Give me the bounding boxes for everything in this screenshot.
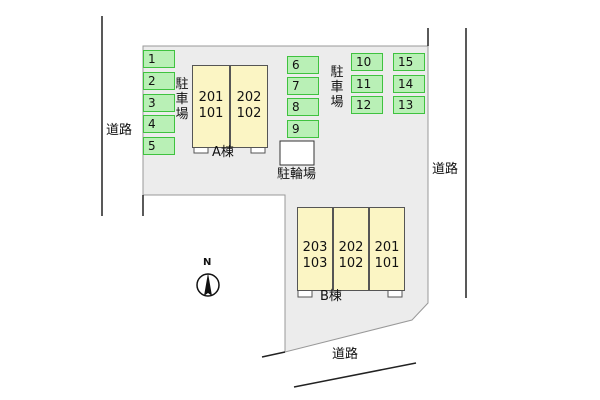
bicycle-parking-box bbox=[279, 140, 315, 166]
parking-space: 5 bbox=[143, 137, 175, 155]
parking-space: 7 bbox=[287, 77, 319, 95]
unit-upper-number: 201 bbox=[374, 240, 400, 255]
building-a-unit: 202 102 bbox=[230, 65, 268, 148]
parking-space: 1 bbox=[143, 50, 175, 68]
unit-upper-number: 201 bbox=[198, 90, 224, 105]
parking-label-right: 駐車場 bbox=[330, 65, 344, 110]
parking-space: 15 bbox=[393, 53, 425, 71]
road-line-bottom-inner bbox=[261, 351, 286, 358]
road-line-bottom-outer bbox=[293, 362, 417, 388]
parking-label-left: 駐車場 bbox=[175, 77, 189, 122]
unit-upper-number: 202 bbox=[236, 90, 262, 105]
parking-space: 4 bbox=[143, 115, 175, 133]
parking-space: 12 bbox=[351, 96, 383, 114]
compass-icon bbox=[196, 273, 220, 297]
unit-upper-number: 203 bbox=[302, 240, 328, 255]
building-b-label: B棟 bbox=[320, 289, 342, 304]
bicycle-parking-label: 駐輪場 bbox=[277, 167, 317, 182]
parking-space: 14 bbox=[393, 75, 425, 93]
parking-space: 8 bbox=[287, 98, 319, 116]
building-b-unit: 202 102 bbox=[333, 207, 369, 291]
parking-space: 13 bbox=[393, 96, 425, 114]
unit-lower-number: 101 bbox=[374, 256, 400, 271]
unit-lower-number: 102 bbox=[338, 256, 364, 271]
building-a-unit: 201 101 bbox=[192, 65, 230, 148]
building-b-unit: 201 101 bbox=[369, 207, 405, 291]
parking-space: 2 bbox=[143, 72, 175, 90]
building-a-label: A棟 bbox=[212, 145, 234, 160]
parking-space: 9 bbox=[287, 120, 319, 138]
unit-upper-number: 202 bbox=[338, 240, 364, 255]
road-label-left: 道路 bbox=[106, 123, 133, 138]
unit-lower-number: 103 bbox=[302, 256, 328, 271]
building-b-porch-right bbox=[387, 289, 403, 298]
parking-space: 6 bbox=[287, 56, 319, 74]
unit-lower-number: 102 bbox=[236, 106, 262, 121]
parking-space: 10 bbox=[351, 53, 383, 71]
building-b-unit: 203 103 bbox=[297, 207, 333, 291]
parking-space: 11 bbox=[351, 75, 383, 93]
parking-space: 3 bbox=[143, 94, 175, 112]
road-label-bottom: 道路 bbox=[332, 347, 359, 362]
road-label-right: 道路 bbox=[432, 162, 459, 177]
building-b-porch-left bbox=[297, 289, 313, 298]
compass-north-label: N bbox=[203, 257, 212, 268]
unit-lower-number: 101 bbox=[198, 106, 224, 121]
